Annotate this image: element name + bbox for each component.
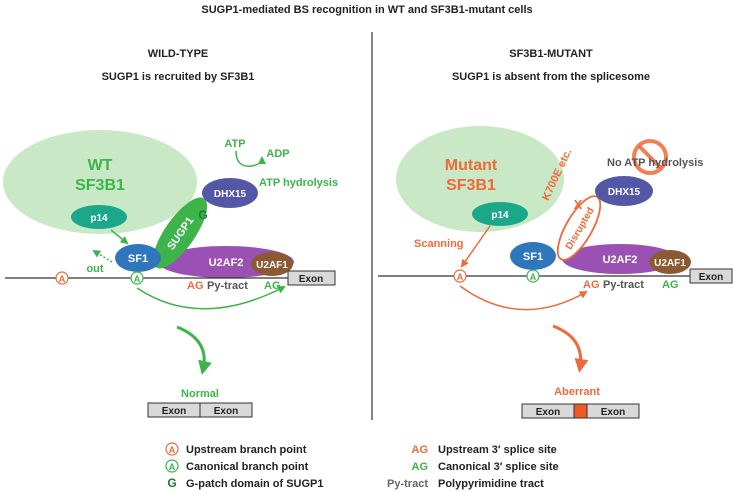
mut-result-exon-right [586,403,640,419]
legend-canonical-bp-text: Canonical branch point [186,461,309,473]
wt-dhx15-label: DHX15 [214,189,247,200]
wt-outcome-arrow [176,325,212,375]
wt-result-exon-right [199,402,253,418]
wt-upstream-ag: AG [187,280,204,292]
mut-subheading: SUGP1 is absent from the splicesome [452,71,650,83]
wt-splice-arc [136,286,286,310]
mut-sf3b1-label-1: Mutant [445,157,498,174]
mut-outcome-arrow [552,324,589,373]
wild-type-panel: WILD-TYPE SUGP1 is recruited by SF3B1 WT… [3,48,338,418]
legend-upstream-bp-text: Upstream branch point [186,444,307,456]
mut-canonical-bp-a: A [530,272,537,282]
mut-sf1 [510,242,556,270]
mut-p14-scanning-arrow [460,225,491,268]
wt-p14-label: p14 [90,213,108,224]
wt-sugp1 [152,197,208,269]
wt-p14 [71,205,127,229]
wt-outcome-label: Normal [181,388,219,400]
mut-p14-label: p14 [491,210,509,221]
wt-atp-label: ATP [224,138,245,150]
wt-canonical-ag: AG [264,280,281,292]
legend-canonical-ss-symbol: AG [412,461,429,473]
wt-pytract: Py-tract [207,280,248,292]
legend-canonical-bp-symbol: A [169,462,176,472]
mut-heading: SF3B1-MUTANT [509,48,593,60]
mut-result-exon-right-label: Exon [601,407,625,418]
mut-exon-box [689,268,733,284]
wt-u2af2-label: U2AF2 [209,257,244,269]
mut-p14 [472,202,528,226]
mut-x-mark: X [574,197,583,212]
wt-sf1-label: SF1 [128,253,148,265]
wt-result-exon-right-label: Exon [214,406,238,417]
mut-scanning-label: Scanning [414,238,464,250]
wt-atp-hydrolysis-label: ATP hydrolysis [259,177,338,189]
wt-atp-arrow [235,150,266,167]
wt-canonical-bp-a: A [134,274,141,284]
wt-sf3b1-label-1: WT [88,157,113,174]
wt-upstream-bp-a: A [59,274,66,284]
wt-upstream-branch-point [55,271,69,285]
legend: A Upstream branch point A Canonical bran… [165,442,559,490]
mut-upstream-branch-point [453,269,467,283]
wt-exon-box [287,270,336,286]
mut-u2af2-label: U2AF2 [603,254,638,266]
wt-canonical-branch-point [130,271,144,285]
figure-title: SUGP1-mediated BS recognition in WT and … [201,4,532,16]
legend-upstream-bp-symbol-circle [165,442,179,456]
wt-u2af1-label: U2AF1 [256,260,288,271]
mut-sf3b1-ellipse [396,126,564,232]
wt-dhx15 [202,178,258,208]
mut-result-exon-left-label: Exon [536,407,560,418]
mut-u2af1-label: U2AF1 [654,258,686,269]
mut-aberrant-insert [573,403,588,419]
legend-gpatch-text: G-patch domain of SUGP1 [186,478,324,490]
wt-sf1 [115,244,161,272]
mut-pytract: Py-tract [603,279,644,291]
wt-u2af1 [251,252,293,276]
mut-u2af1 [649,250,691,274]
wt-heading: WILD-TYPE [148,48,209,60]
mut-dhx15-label: DHX15 [608,187,641,198]
mut-upstream-bp-a: A [457,272,464,282]
wt-adp-label: ADP [266,148,289,160]
mut-upstream-ag: AG [583,279,600,291]
legend-canonical-ss-text: Canonical 3′ splice site [438,461,559,473]
mut-sf1-label: SF1 [523,251,543,263]
mut-no-symbol-icon [632,139,668,175]
wt-sf3b1-label-2: SF3B1 [75,177,125,194]
wt-exon-label: Exon [299,274,323,285]
wt-p14-to-sf1-arrow [110,229,129,245]
wt-subheading: SUGP1 is recruited by SF3B1 [102,71,255,83]
mut-exon-label: Exon [699,272,723,283]
mut-canonical-branch-point [526,269,540,283]
legend-canonical-bp-symbol-circle [165,459,179,473]
mut-no-atp-label: No ATP hydrolysis [607,157,703,169]
legend-upstream-ss-symbol: AG [412,444,429,456]
mut-sf3b1-label-2: SF3B1 [446,177,496,194]
legend-pytract-symbol: Py-tract [387,478,428,490]
mut-disrupted-sugp1 [556,195,602,261]
legend-upstream-ss-text: Upstream 3′ splice site [438,444,557,456]
mutant-panel: SF3B1-MUTANT SUGP1 is absent from the sp… [378,48,733,419]
legend-upstream-bp-symbol: A [169,445,176,455]
legend-gpatch-symbol: G [167,476,176,490]
wt-out-arrow [92,249,113,263]
legend-pytract-text: Polypyrimidine tract [438,478,544,490]
wt-sf3b1-ellipse [3,130,197,234]
mut-canonical-ag: AG [662,279,679,291]
wt-result-exon-left-label: Exon [162,406,186,417]
mut-dhx15 [595,176,653,206]
wt-out-label: out [86,263,103,275]
wt-g-patch-mark: G [198,208,207,222]
mut-outcome-label: Aberrant [554,386,600,398]
mut-u2af2 [562,244,678,274]
mut-splice-arc [459,285,588,311]
